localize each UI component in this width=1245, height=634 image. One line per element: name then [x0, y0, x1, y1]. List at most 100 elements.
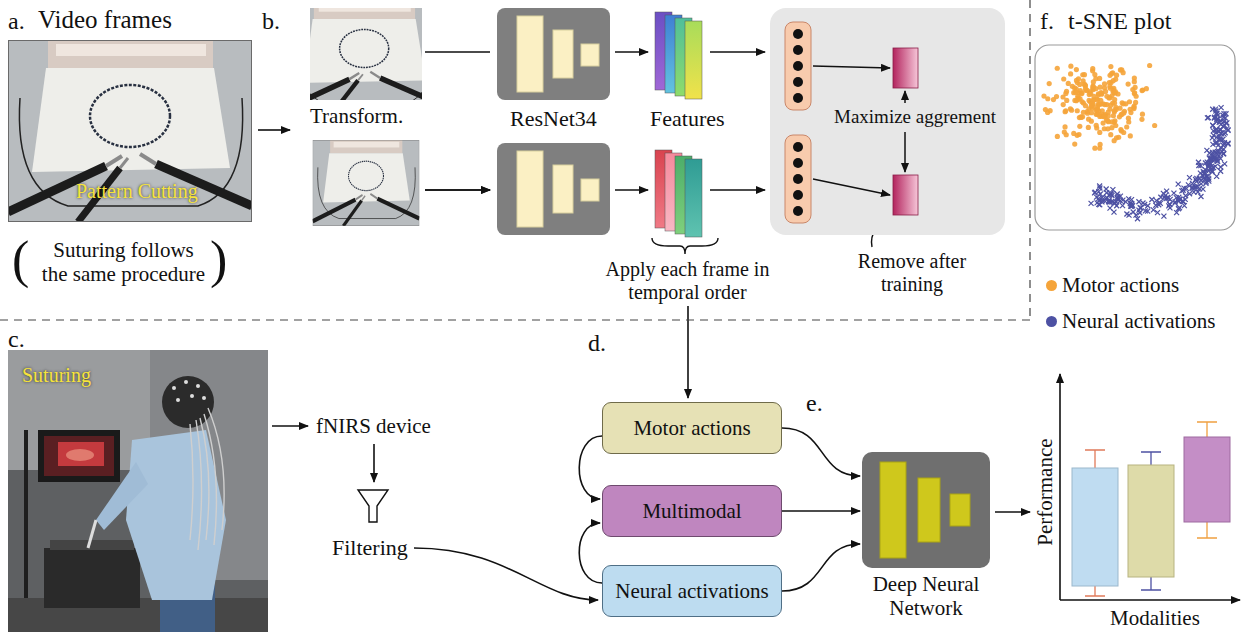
scatter-cross — [1106, 199, 1111, 204]
scatter-cross — [1196, 160, 1201, 165]
scatter-cross — [1224, 126, 1229, 131]
scatter-cross — [1205, 115, 1210, 120]
legend-swatch — [1046, 316, 1057, 327]
scatter-dot — [1041, 93, 1046, 98]
scatter-dot — [1112, 109, 1117, 114]
scatter-dot — [1147, 63, 1152, 68]
scatter-dot — [1132, 75, 1137, 80]
scatter-dot — [1094, 123, 1099, 128]
arrow — [414, 548, 598, 600]
scatter-cross — [1127, 213, 1132, 218]
scatter-dot — [1083, 86, 1088, 91]
scatter-cross — [1111, 210, 1116, 215]
scatter-dot — [1080, 114, 1085, 119]
scatter-cross — [1186, 182, 1191, 187]
scatter-cross — [1097, 186, 1102, 191]
scatter-dot — [1101, 114, 1106, 119]
scatter-cross — [1120, 203, 1125, 208]
scatter-dot — [1090, 66, 1095, 71]
scatter-dot — [1092, 72, 1097, 77]
scatter-dot — [1126, 81, 1131, 86]
scatter-dot — [1139, 117, 1144, 122]
arrow — [995, 511, 1030, 513]
encoder-box — [497, 143, 610, 235]
scatter-dot — [1075, 108, 1080, 113]
box-plot — [1060, 374, 1240, 600]
connector — [782, 510, 860, 512]
scatter-dot — [1126, 116, 1131, 121]
scatter-cross — [1187, 175, 1192, 180]
scatter-cross — [1175, 198, 1180, 203]
scatter-cross — [1221, 151, 1226, 156]
note-text: Apply each frame in temporal order — [585, 258, 790, 304]
scatter-cross — [1210, 142, 1215, 147]
scatter-cross — [1202, 170, 1207, 175]
scatter-cross — [1093, 190, 1098, 195]
step-label: Transform. — [310, 104, 403, 128]
scatter-dot — [1087, 92, 1092, 97]
legend-swatch — [1046, 280, 1057, 291]
scatter-cross — [1213, 155, 1218, 160]
feature-maps — [655, 12, 702, 99]
arrow — [425, 189, 490, 191]
scatter-dot — [1124, 124, 1129, 129]
panel-letter: c. — [8, 326, 25, 354]
node-text: Motor actions — [633, 416, 750, 440]
scatter-dot — [1140, 112, 1145, 117]
connector — [579, 523, 602, 583]
scatter-cross — [1109, 192, 1114, 197]
legend-text: Neural activations — [1062, 309, 1215, 333]
scatter-dot — [1111, 78, 1116, 83]
scatter-dot — [1097, 130, 1102, 135]
filter-symbol — [358, 490, 388, 522]
scatter-cross — [1094, 195, 1099, 200]
scatter-dot — [1098, 142, 1103, 147]
scatter-cross — [1138, 205, 1143, 210]
scatter-cross — [1200, 187, 1205, 192]
overlay-caption: Suturing — [22, 364, 91, 387]
panel-title: Video frames — [38, 6, 172, 35]
scatter-dot — [1134, 94, 1139, 99]
scatter-cross — [1179, 188, 1184, 193]
scatter-cross — [1212, 115, 1217, 120]
scatter-dot — [1072, 141, 1077, 146]
scatter-cross — [1110, 187, 1115, 192]
panel-letter: d. — [588, 330, 606, 358]
connector — [579, 436, 602, 499]
scatter-dot — [1066, 81, 1071, 86]
arrow — [373, 444, 375, 482]
scatter-dot — [1082, 72, 1087, 77]
connector — [782, 544, 860, 591]
scatter-cross — [1214, 174, 1219, 179]
scatter-dot — [1063, 109, 1068, 114]
encoder-box: ResNet34 — [497, 8, 610, 100]
scatter-dot — [1081, 110, 1086, 115]
scatter-dot — [1086, 125, 1091, 130]
scatter-dot — [1068, 71, 1073, 76]
scatter-cross — [1211, 128, 1216, 133]
note-text: Remove after training — [842, 250, 982, 296]
scatter-dot — [1144, 86, 1149, 91]
scatter-dot — [1063, 108, 1068, 113]
scatter-cross — [1214, 135, 1219, 140]
node-text: Deep Neural Network — [841, 572, 1011, 620]
scatter-cross — [1224, 120, 1229, 125]
scatter-cross — [1221, 151, 1226, 156]
scatter-dot — [1128, 107, 1133, 112]
curly-brace — [652, 238, 718, 254]
scatter-dot — [1061, 76, 1066, 81]
scatter-dot — [1090, 104, 1095, 109]
scatter-dot — [1062, 124, 1067, 129]
scatter-dot — [1086, 117, 1091, 122]
scatter-dot — [1112, 100, 1117, 105]
scatter-dot — [1108, 64, 1113, 69]
scatter-dot — [1054, 94, 1059, 99]
scatter-dot — [1092, 146, 1097, 151]
feature-maps — [655, 150, 702, 237]
scatter-cross — [1136, 199, 1141, 204]
transformed-frame — [313, 140, 420, 226]
arrow — [710, 51, 765, 53]
